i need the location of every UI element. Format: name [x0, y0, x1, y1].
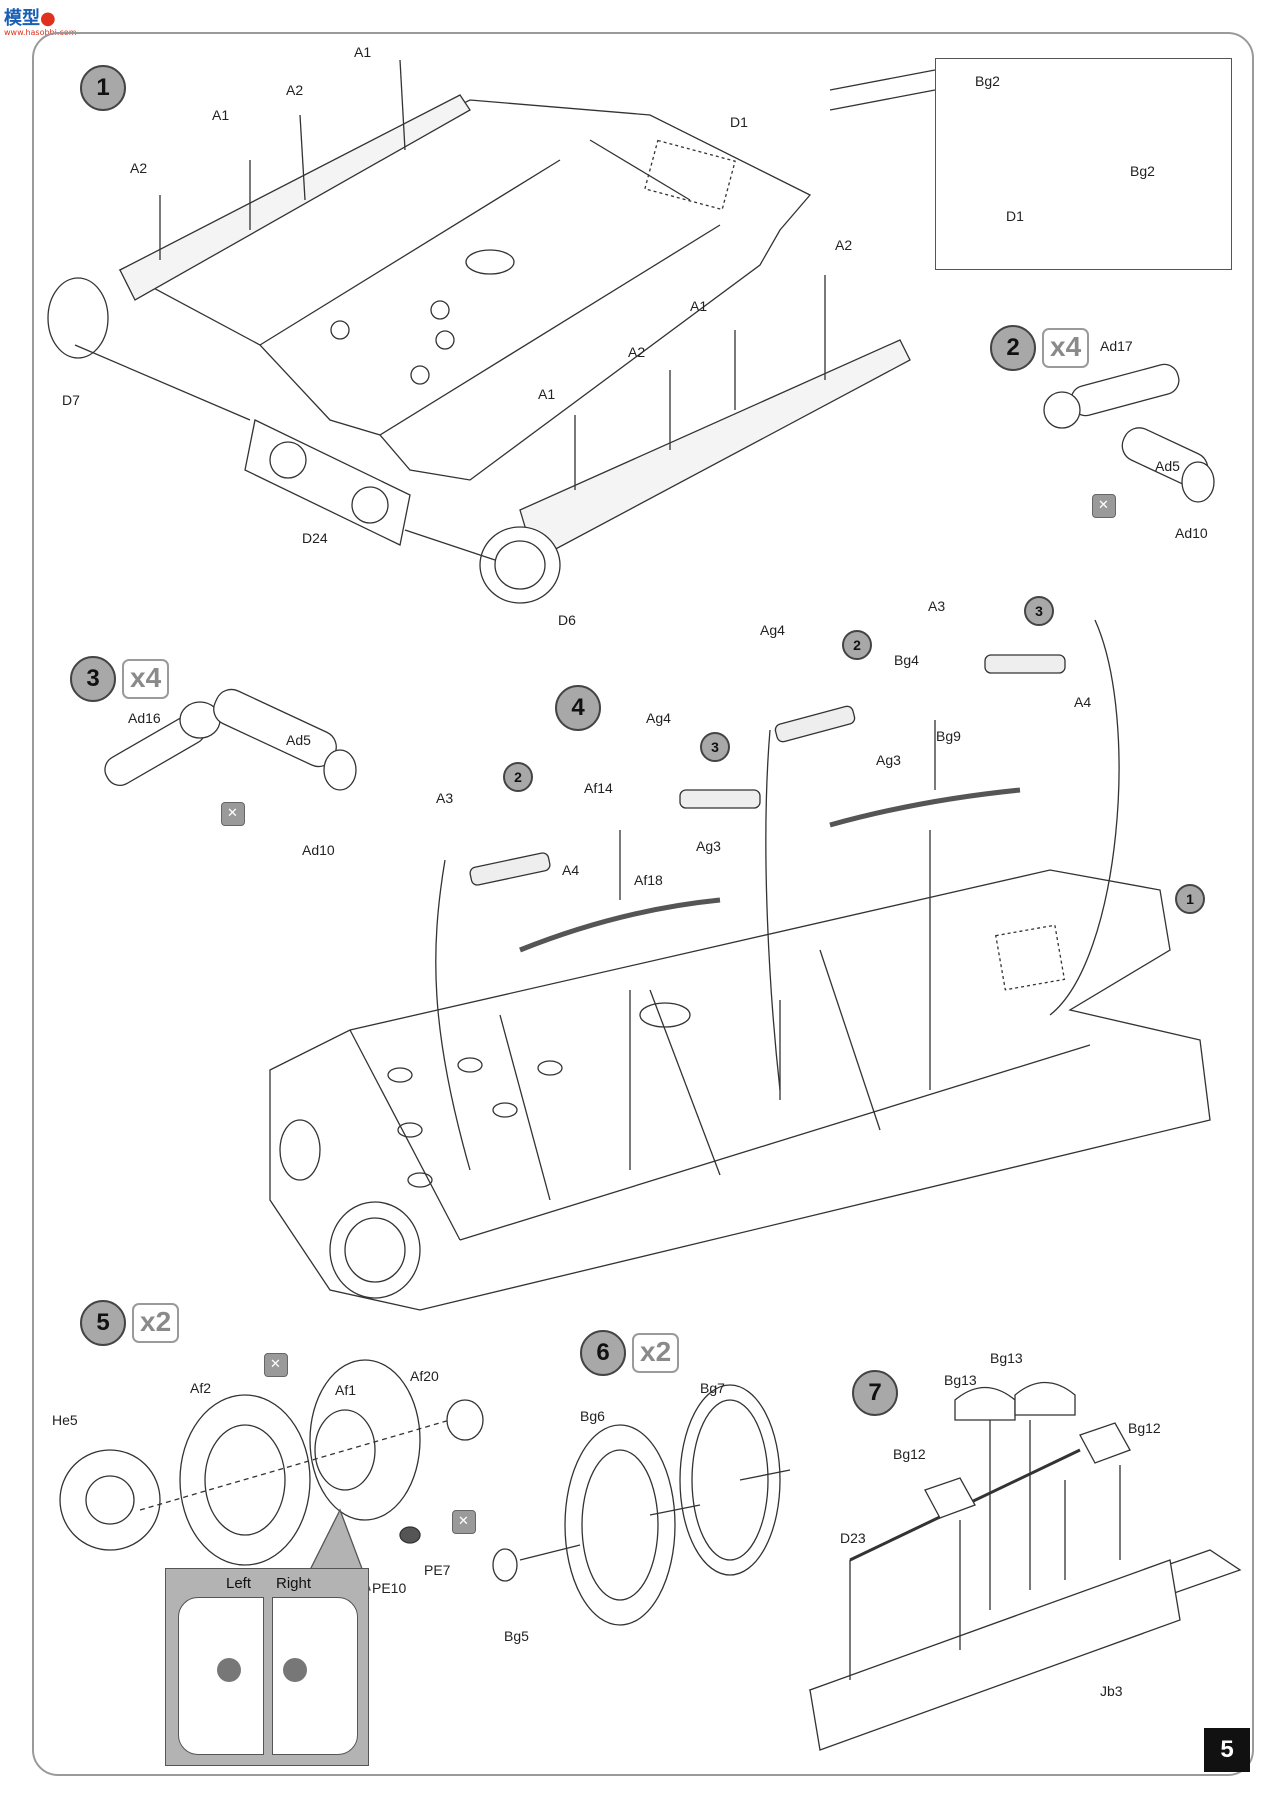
- subassembly-callout: 1: [1175, 884, 1205, 914]
- part-label: Af18: [634, 872, 663, 888]
- watermark-brand: 模型: [4, 8, 40, 29]
- right-bolt-marker: [283, 1658, 307, 1682]
- part-label: A1: [212, 107, 230, 123]
- part-label: A1: [690, 298, 708, 314]
- subassembly-callout: 3: [1024, 596, 1054, 626]
- step-2-multiplier: x4: [1042, 328, 1090, 368]
- part-label: PE7: [424, 1562, 451, 1578]
- part-label: A4: [1074, 694, 1092, 710]
- left-bolt-marker: [217, 1658, 241, 1682]
- step-number-7: 7: [852, 1370, 898, 1416]
- subassembly-callout: 2: [503, 762, 533, 792]
- part-label: He5: [52, 1412, 78, 1428]
- part-label: Jb3: [1100, 1683, 1123, 1699]
- part-label: Bg12: [1128, 1420, 1161, 1436]
- part-label: A1: [354, 44, 372, 60]
- part-label: Bg2: [1130, 163, 1155, 179]
- right-sprocket-housing: [272, 1597, 358, 1755]
- part-label: Bg2: [975, 73, 1000, 89]
- watermark-logo: 模型● www.hasobbi.com: [4, 8, 77, 37]
- part-label: Ag4: [760, 622, 785, 638]
- part-label: Ad10: [1175, 525, 1208, 541]
- part-label: Ad10: [302, 842, 335, 858]
- part-label: Bg4: [894, 652, 919, 668]
- step-number-5: 5: [80, 1300, 126, 1346]
- part-label: Ad5: [286, 732, 311, 748]
- step1-detail-inset: [935, 58, 1232, 270]
- subassembly-callout: 2: [842, 630, 872, 660]
- step-number-1: 1: [80, 65, 126, 111]
- step-number-4: 4: [555, 685, 601, 731]
- part-label: Af20: [410, 1368, 439, 1384]
- instruction-sheet-border: [32, 32, 1254, 1776]
- step-6-multiplier: x2: [632, 1333, 680, 1373]
- part-label: D6: [558, 612, 576, 628]
- part-label: A3: [436, 790, 454, 806]
- step-number-3: 3: [70, 656, 116, 702]
- step5-drawing: [59, 1359, 484, 1591]
- step2-drawing: [1043, 363, 1215, 503]
- part-label: A3: [928, 598, 946, 614]
- detail-right-label: Right: [276, 1575, 312, 1592]
- part-label: A2: [286, 82, 304, 98]
- part-label: Bg13: [990, 1350, 1023, 1366]
- watermark-site: www.hasobbi.com: [4, 28, 77, 37]
- part-label: D24: [302, 530, 328, 546]
- part-label: Af14: [584, 780, 613, 796]
- step1-hull-drawing: [47, 59, 936, 604]
- part-label: Af1: [335, 1382, 357, 1398]
- step-5-multiplier: x2: [132, 1303, 180, 1343]
- subassembly-callout: 3: [700, 732, 730, 762]
- part-label: Ag4: [646, 710, 671, 726]
- left-sprocket-housing: [178, 1597, 264, 1755]
- part-label: Bg6: [580, 1408, 605, 1424]
- step4-hull-drawing: [269, 619, 1211, 1311]
- part-label: Bg12: [893, 1446, 926, 1462]
- glue-free-marker-icon: [452, 1510, 476, 1534]
- part-label: D1: [1006, 208, 1024, 224]
- glue-free-marker-icon: [221, 802, 245, 826]
- part-label: D7: [62, 392, 80, 408]
- part-label: A2: [628, 344, 646, 360]
- part-label: Bg7: [700, 1380, 725, 1396]
- step-number-2: 2: [990, 325, 1036, 371]
- part-label: Ad17: [1100, 338, 1133, 354]
- part-label: Bg9: [936, 728, 961, 744]
- part-label: A2: [835, 237, 853, 253]
- part-label: D23: [840, 1530, 866, 1546]
- part-label: D1: [730, 114, 748, 130]
- part-label: PE10: [372, 1580, 407, 1596]
- part-label: A1: [538, 386, 556, 402]
- glue-free-marker-icon: [1092, 494, 1116, 518]
- part-label: Ag3: [696, 838, 721, 854]
- part-label: A2: [130, 160, 148, 176]
- step-3-multiplier: x4: [122, 659, 170, 699]
- part-label: Ad5: [1155, 458, 1180, 474]
- step6-drawing: [492, 1384, 791, 1626]
- step3-drawing: [104, 688, 357, 791]
- detail-left-label: Left: [226, 1575, 252, 1592]
- part-label: Bg13: [944, 1372, 977, 1388]
- part-label: Ad16: [128, 710, 161, 726]
- step7-drawing: [808, 1382, 1242, 1751]
- part-label: A4: [562, 862, 580, 878]
- step-number-6: 6: [580, 1330, 626, 1376]
- part-label: Ag3: [876, 752, 901, 768]
- part-label: Bg5: [504, 1628, 529, 1644]
- step5-left-right-detail: Left Right: [165, 1568, 369, 1766]
- part-label: Af2: [190, 1380, 212, 1396]
- page-number: 5: [1204, 1728, 1250, 1772]
- glue-free-marker-icon: [264, 1353, 288, 1377]
